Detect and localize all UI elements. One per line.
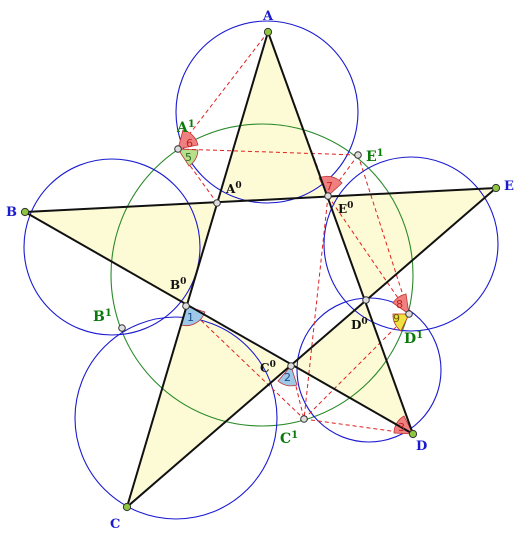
- point-e: [491, 183, 501, 193]
- spike-c: [127, 306, 291, 507]
- point-c0: [287, 362, 295, 370]
- angle-mark-7: [318, 175, 343, 197]
- angle-numbers: 6 5 7 1 2 3 8 9: [185, 137, 405, 434]
- angle-label-5: 5: [185, 151, 192, 164]
- label-e: E: [504, 179, 514, 194]
- label-c1: C1: [280, 430, 298, 447]
- label-c0: C0: [260, 360, 276, 375]
- line-c-e: [126, 187, 497, 508]
- label-a1: A1: [176, 119, 195, 136]
- star-spikes: [25, 32, 496, 507]
- circle-e: [323, 156, 499, 332]
- angle-label-7: 7: [326, 180, 333, 193]
- pentagram-lines: [24, 31, 497, 508]
- label-e1: E1: [366, 148, 384, 165]
- angle-label-6: 6: [186, 137, 193, 150]
- point-d1: [405, 310, 413, 318]
- point-e1: [354, 151, 362, 159]
- circle-c: [74, 316, 278, 520]
- label-e0: E0: [338, 201, 353, 216]
- spike-a: [217, 32, 328, 203]
- label-d0: D0: [351, 317, 368, 332]
- label-b1: B1: [93, 308, 112, 325]
- angle-label-2: 2: [284, 371, 291, 384]
- blue-circles: [23, 20, 499, 520]
- intersection-labels: A1 B1 C1 D1 E1: [93, 119, 423, 447]
- spike-d: [291, 300, 413, 434]
- outer-points: [20, 27, 501, 512]
- point-b: [20, 207, 30, 217]
- angle-label-8: 8: [396, 298, 403, 311]
- circle-b: [23, 158, 201, 336]
- point-d0: [362, 296, 370, 304]
- spike-e: [328, 188, 496, 300]
- label-a0: A0: [225, 181, 242, 196]
- point-c: [122, 502, 132, 512]
- outer-labels: A B C D E: [6, 9, 514, 532]
- point-a0: [213, 199, 221, 207]
- line-a-d: [267, 31, 414, 435]
- label-b0: B0: [170, 277, 186, 292]
- angle-mark-5: [177, 148, 199, 167]
- angle-mark-8: [392, 293, 410, 315]
- label-b: B: [6, 205, 17, 220]
- label-a: A: [262, 9, 274, 24]
- point-c1: [300, 415, 308, 423]
- label-c: C: [110, 517, 120, 532]
- angle-label-1: 1: [187, 311, 194, 324]
- angle-mark-6: [177, 129, 199, 150]
- green-circle: [110, 123, 414, 427]
- point-e0: [324, 192, 332, 200]
- angle-label-3: 3: [398, 421, 405, 434]
- point-a: [263, 27, 273, 37]
- point-b0: [182, 302, 190, 310]
- line-b-d: [24, 211, 414, 435]
- circle-a: [175, 20, 359, 204]
- spike-b: [25, 203, 217, 306]
- point-d: [408, 429, 418, 439]
- angle-mark-9: [392, 313, 410, 332]
- point-b1: [118, 324, 126, 332]
- line-b-e: [24, 187, 497, 213]
- angle-mark-2: [277, 365, 298, 387]
- label-d1: D1: [404, 330, 423, 347]
- inner-points: [118, 145, 413, 423]
- line-a-c: [126, 31, 269, 508]
- point-a1: [174, 145, 182, 153]
- angle-mark-3: [393, 415, 414, 435]
- label-d: D: [416, 439, 427, 454]
- inner-labels: A0 B0 C0 D0 E0: [170, 181, 368, 375]
- angle-label-9: 9: [393, 312, 400, 325]
